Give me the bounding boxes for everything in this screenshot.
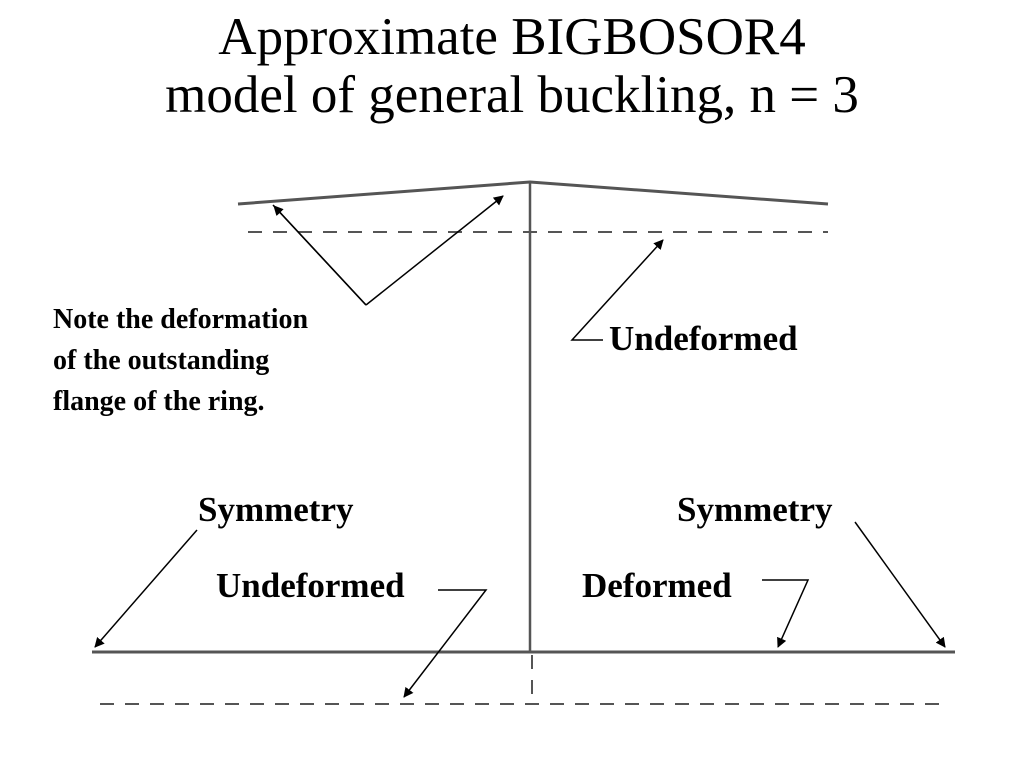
note-line-3: flange of the ring. xyxy=(53,386,265,417)
title-line-2: model of general buckling, n = 3 xyxy=(165,66,859,124)
note-line-2: of the outstanding xyxy=(53,345,269,376)
title-line-1: Approximate BIGBOSOR4 xyxy=(218,8,806,66)
symmetry-right-label: Symmetry xyxy=(677,490,833,529)
undeformed-shell-label: Undeformed xyxy=(216,566,405,605)
deformed-shell-label: Deformed xyxy=(582,566,732,605)
note-line-1: Note the deformation xyxy=(53,304,308,335)
note-arrow-right xyxy=(365,195,504,306)
deformed-flange-line xyxy=(237,180,829,206)
undeformed-shell-leader xyxy=(403,589,488,698)
slide-title: Approximate BIGBOSOR4 model of general b… xyxy=(0,8,1024,124)
note-arrow-left xyxy=(273,205,367,306)
symmetry-left-arrow xyxy=(94,529,198,648)
undeformed-flange-label: Undeformed xyxy=(609,319,798,358)
symmetry-left-label: Symmetry xyxy=(198,490,354,529)
undeformed-flange-leader xyxy=(570,239,664,341)
deformed-shell-leader xyxy=(762,579,810,648)
symmetry-right-arrow xyxy=(854,521,946,648)
